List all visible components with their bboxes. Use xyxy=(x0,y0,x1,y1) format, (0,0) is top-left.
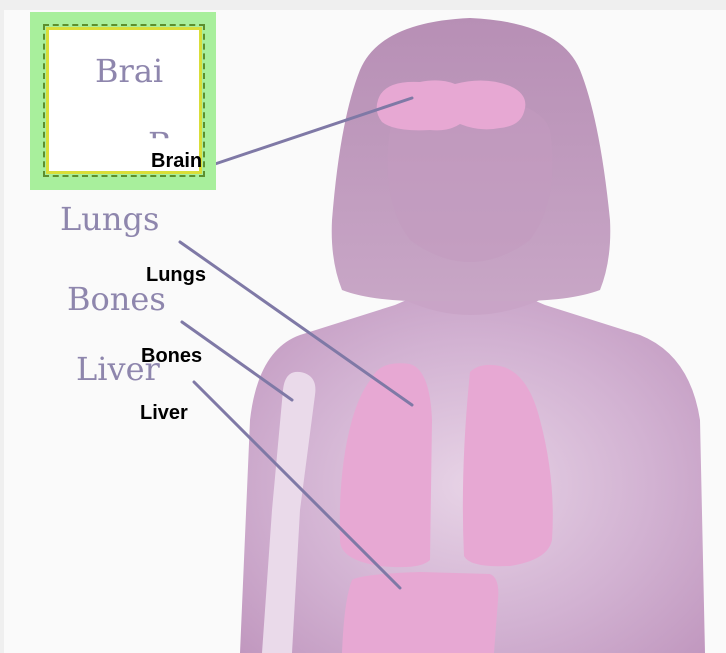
liver-organ xyxy=(342,572,498,653)
liver-label[interactable]: Liver xyxy=(140,403,188,423)
bones-label[interactable]: Bones xyxy=(141,346,202,366)
brain-organ xyxy=(377,80,526,130)
brain-label-serif: Brai xyxy=(95,55,163,87)
brain-label[interactable]: Brain xyxy=(151,151,202,171)
bones-label-serif: Bones xyxy=(67,283,166,315)
lungs-label-serif: Lungs xyxy=(60,203,159,235)
lungs-label[interactable]: Lungs xyxy=(146,265,206,285)
